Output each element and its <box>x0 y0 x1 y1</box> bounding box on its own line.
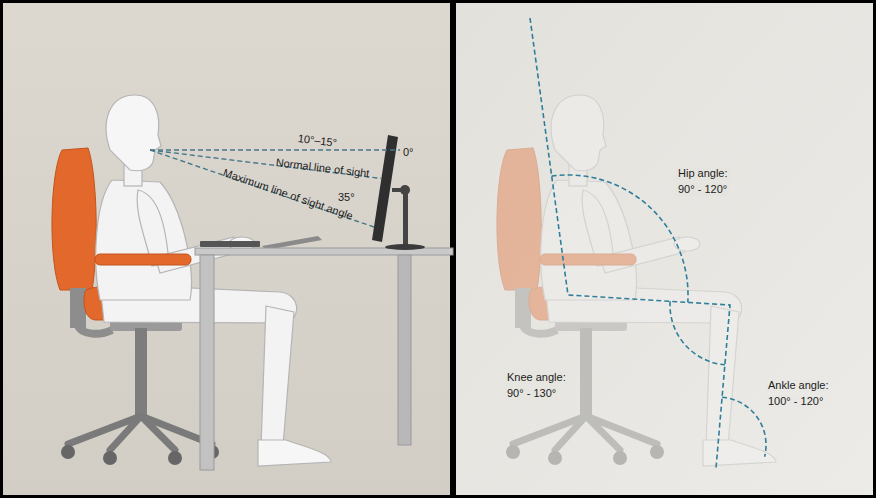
sight-lines <box>150 150 400 227</box>
angle-label: 10°–15° <box>297 132 338 149</box>
label-holder: 35° <box>338 187 355 205</box>
angle-label: Ankle angle: <box>766 379 831 392</box>
angle-label: Hip angle: <box>676 167 730 180</box>
angle-label: Normal line of sight <box>275 156 370 180</box>
label-holder: 90° - 130° <box>505 383 558 401</box>
label-holder: 10°–15° <box>297 128 338 151</box>
posture-angle-lines <box>530 18 766 468</box>
monitor <box>372 135 425 250</box>
angle-label: 90° - 130° <box>505 387 558 400</box>
label-holder: 0° <box>403 142 414 160</box>
angle-label: 100° - 120° <box>766 395 825 408</box>
label-holder: Ankle angle: <box>766 375 831 393</box>
label-holder: Hip angle: <box>676 163 730 181</box>
label-holder: 90° - 120° <box>676 179 729 197</box>
label-holder: Normal line of sight <box>275 152 371 181</box>
right-panel <box>456 3 873 495</box>
faded-figure <box>497 95 776 466</box>
angle-label: 0° <box>403 146 414 159</box>
label-holder: 100° - 120° <box>766 391 825 409</box>
angle-label: Knee angle: <box>505 371 568 384</box>
label-holder: Knee angle: <box>505 367 568 385</box>
desk <box>195 236 453 470</box>
angle-label: 90° - 120° <box>676 183 729 196</box>
angle-label: 35° <box>338 191 355 204</box>
